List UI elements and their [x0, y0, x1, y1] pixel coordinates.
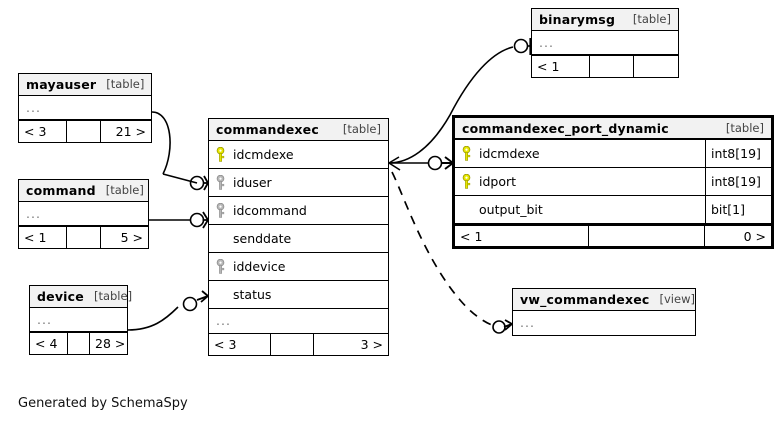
column-name-iduser: iduser [233, 175, 272, 190]
column-row-senddate[interactable]: senddate [209, 225, 388, 253]
primary-key-icon [455, 174, 477, 189]
table-device-footer-middle [68, 333, 90, 354]
table-mayauser-ellipsis-row: ... [19, 96, 151, 120]
table-command-footer: < 1 5 > [19, 226, 148, 248]
table-commandexec-footer-left: < 3 [209, 334, 271, 355]
table-mayauser-kind: [table] [106, 77, 145, 91]
table-device-name: device [37, 289, 84, 304]
table-device[interactable]: device [table] ... < 4 28 > [29, 285, 132, 355]
column-name-output-bit: output_bit [479, 202, 543, 217]
table-binarymsg-footer-middle [590, 56, 634, 77]
table-binarymsg-kind: [table] [632, 12, 671, 26]
view-vw-commandexec-header: vw_commandexec [view] [513, 289, 695, 311]
column-type-idcmdexe: int8[19] [705, 140, 771, 167]
table-command-name: command [26, 183, 96, 198]
edge-command-commandexec [149, 211, 209, 229]
foreign-key-icon [209, 203, 231, 218]
table-binarymsg-ellipsis-row: ... [532, 31, 678, 55]
table-mayauser-footer-middle [67, 121, 101, 142]
column-row-idcmdexe[interactable]: idcmdexe [209, 141, 388, 169]
table-device-footer-left: < 4 [30, 333, 68, 354]
column-row-idcmdexe[interactable]: idcmdexe int8[19] [455, 140, 771, 168]
table-device-kind: [table] [93, 289, 133, 303]
table-commandexec[interactable]: commandexec [table] idcmdexe [208, 118, 389, 356]
table-binarymsg-name: binarymsg [539, 12, 616, 27]
column-name-status: status [233, 287, 272, 302]
column-type-output-bit: bit[1] [705, 196, 771, 223]
table-command-footer-middle [67, 227, 101, 248]
table-commandexec-header: commandexec [table] [209, 119, 388, 141]
view-vw-commandexec-ellipsis-row: ... [520, 315, 535, 330]
table-commandexec-footer-middle [271, 334, 314, 355]
table-command-kind: [table] [105, 183, 144, 197]
table-command-footer-left: < 1 [19, 227, 67, 248]
edge-commandexec-port-dynamic [388, 155, 454, 171]
primary-key-icon [455, 146, 477, 161]
table-commandexec-name: commandexec [216, 122, 319, 137]
foreign-key-icon [209, 175, 231, 190]
view-vw-commandexec[interactable]: vw_commandexec [view] ... [512, 288, 696, 336]
table-commandexec-kind: [table] [342, 122, 381, 136]
column-row-status[interactable]: status [209, 281, 388, 309]
edge-mayauser-commandexec [151, 111, 209, 191]
table-mayauser-footer-left: < 3 [19, 121, 67, 142]
primary-key-icon [209, 147, 231, 162]
table-mayauser-footer: < 3 21 > [19, 120, 151, 142]
column-name-senddate: senddate [233, 231, 292, 246]
generated-by-credit: Generated by SchemaSpy [18, 396, 188, 411]
column-name-idcmdexe: idcmdexe [233, 147, 294, 162]
table-binarymsg-footer-left: < 1 [532, 56, 590, 77]
table-device-header: device [table] [30, 286, 132, 308]
table-binarymsg-footer-right [634, 56, 678, 77]
view-vw-commandexec-kind: [view] [659, 292, 695, 306]
table-device-ellipsis-row: ... [30, 308, 127, 332]
table-commandexec-footer: < 3 3 > [209, 333, 388, 355]
table-commandexec-port-dynamic-header: commandexec_port_dynamic [table] [455, 118, 771, 140]
table-commandexec-port-dynamic-name: commandexec_port_dynamic [462, 120, 669, 136]
table-commandexec-port-dynamic-kind: [table] [725, 120, 764, 135]
table-cepd-footer-right: 0 > [743, 229, 766, 244]
table-mayauser[interactable]: mayauser [table] ... < 3 21 > [18, 73, 152, 143]
column-row-idcommand[interactable]: idcommand [209, 197, 388, 225]
column-name-iddevice: iddevice [233, 259, 286, 274]
column-name-idport: idport [479, 174, 517, 189]
column-type-idport: int8[19] [705, 168, 771, 195]
foreign-key-icon [209, 259, 231, 274]
table-mayauser-footer-right: 21 > [115, 124, 146, 139]
column-row-output-bit[interactable]: output_bit bit[1] [455, 196, 771, 224]
table-mayauser-header: mayauser [table] [19, 74, 151, 96]
table-commandexec-footer-right: 3 > [360, 337, 383, 352]
table-device-footer: < 4 28 > [30, 332, 127, 354]
table-command-ellipsis-row: ... [19, 202, 148, 226]
table-binarymsg-header: binarymsg [table] [532, 9, 678, 31]
table-device-footer-right: 28 > [95, 336, 126, 351]
table-mayauser-name: mayauser [26, 77, 97, 92]
table-command-header: command [table] [19, 180, 148, 202]
table-cepd-footer-left: < 1 [455, 226, 589, 246]
table-cepd-footer-middle [589, 226, 705, 246]
table-command[interactable]: command [table] ... < 1 5 > [18, 179, 149, 249]
view-vw-commandexec-name: vw_commandexec [520, 292, 650, 307]
table-binarymsg-footer: < 1 [532, 55, 678, 77]
table-command-footer-right: 5 > [120, 230, 143, 245]
table-commandexec-port-dynamic-footer: < 1 0 > [455, 224, 771, 246]
column-row-iddevice[interactable]: iddevice [209, 253, 388, 281]
column-name-idcommand: idcommand [233, 203, 307, 218]
table-commandexec-port-dynamic[interactable]: commandexec_port_dynamic [table] idcmdex… [452, 115, 774, 249]
table-commandexec-ellipsis-row: ... [216, 313, 231, 328]
table-binarymsg[interactable]: binarymsg [table] ... < 1 [531, 8, 679, 78]
column-row-iduser[interactable]: iduser [209, 169, 388, 197]
edge-device-commandexec [127, 290, 209, 331]
column-name-idcmdexe: idcmdexe [479, 146, 540, 161]
column-row-idport[interactable]: idport int8[19] [455, 168, 771, 196]
